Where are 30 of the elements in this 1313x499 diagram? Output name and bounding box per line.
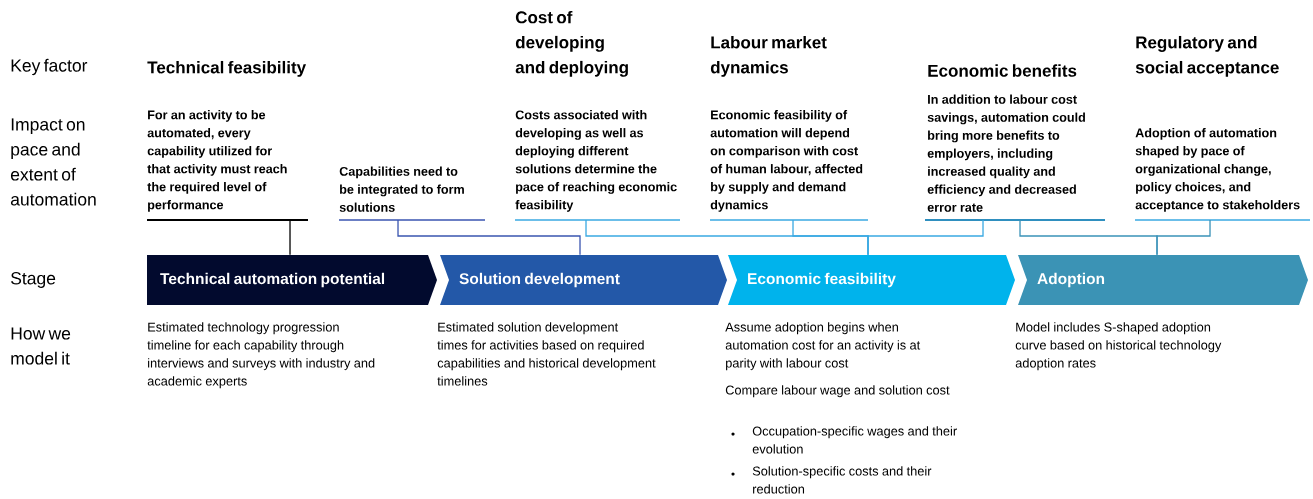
model-description: Estimated technology progression timeline for each capability through interviews and surveys with industry and academic experts: [147, 322, 375, 389]
factor-description: Costs associated with developing as well as deploying different solutions determine the pace of reaching economic feasibility: [515, 110, 677, 212]
factor-heading: Economic benefits: [928, 64, 1077, 77]
bullet-item: Solution-specific costs and their reduction: [731, 466, 932, 494]
factor-heading: Regulatory and social acceptance: [1135, 35, 1279, 77]
connector: [867, 219, 984, 256]
model-description: Estimated solution development times for activities based on required capabilities and historical development timelines: [437, 322, 656, 386]
row-label: How we model it: [11, 327, 71, 365]
stage-banner: Economic feasibility: [728, 255, 1015, 305]
model-description: Model includes S-shaped adoption curve based on historical technology adoption rates: [1015, 322, 1222, 371]
factor-description: Capabilities need to be integrated to form solutions: [339, 166, 464, 212]
factor-description: In addition to labour cost savings, automation could bring more benefits to employers, including increased quality and efficiency and decreased error rate: [927, 94, 1085, 212]
factor-heading: Technical feasibility: [147, 60, 306, 77]
connector: [289, 219, 291, 256]
stage-banner: Adoption: [1018, 255, 1308, 305]
bullet-item: Occupation-specific wages and their evolution: [731, 426, 957, 454]
model-description: Assume adoption begins when automation cost for an activity is at parity with labour cost: [725, 322, 921, 371]
connector: [1156, 219, 1211, 256]
row-label: Impact on pace and extent of automation: [10, 118, 96, 206]
factor-description: Adoption of automation shaped by pace of organizational change, policy choices, and acceptance to stakeholders: [1135, 128, 1300, 212]
factor-description: For an activity to be automated, every capability utilized for that activity must reach the required level of performance: [147, 110, 287, 212]
factor-heading: Cost of developing and deploying: [515, 10, 628, 77]
row-label: Key factor: [11, 58, 88, 76]
model-description: Compare labour wage and solution cost: [725, 385, 950, 398]
connector: [397, 219, 581, 256]
stage-banner: Technical automation potential: [147, 255, 437, 305]
row-label: Stage: [11, 272, 56, 288]
factor-description: Economic feasibility of automation will depend on comparison with cost of human labour, affected by supply and demand dynamics: [710, 110, 863, 212]
factor-heading: Labour market dynamics: [710, 35, 827, 77]
stage-banner: Solution development: [440, 255, 727, 305]
